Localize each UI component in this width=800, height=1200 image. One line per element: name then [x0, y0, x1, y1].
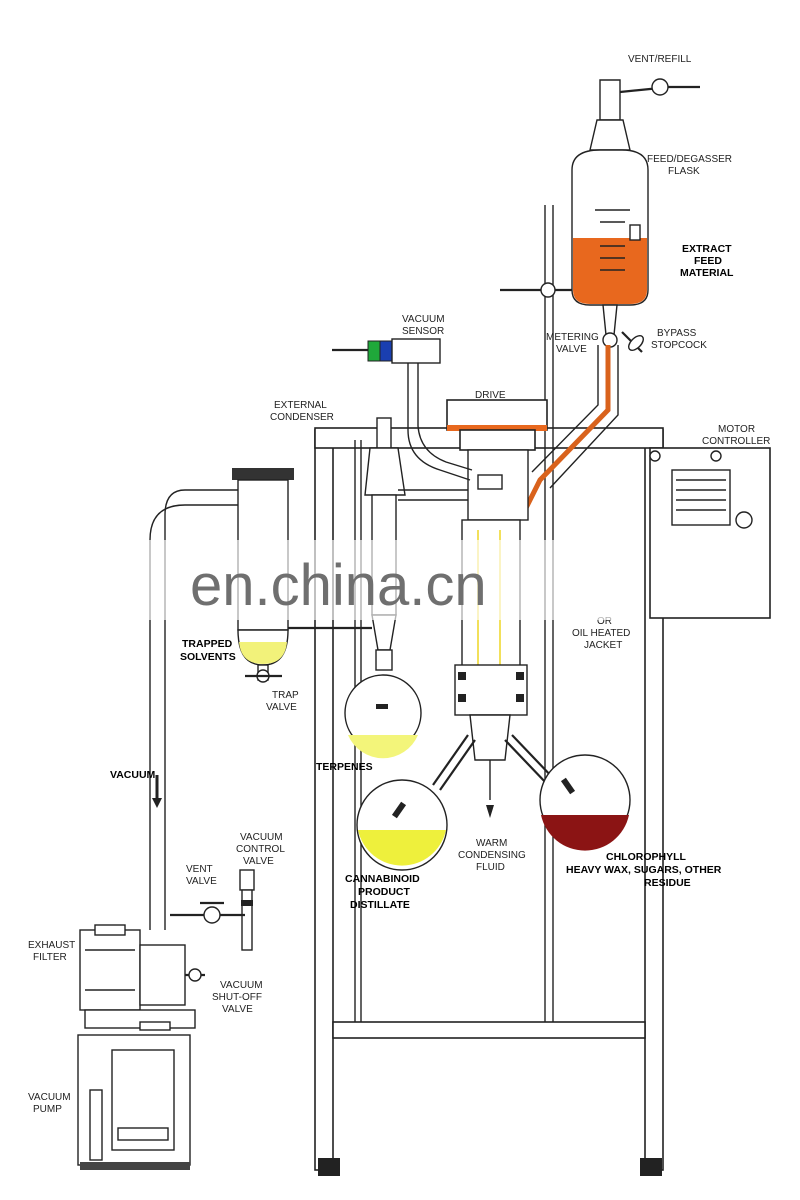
- residue-flask: [504, 734, 631, 851]
- label-feed-flask-2: FLASK: [668, 166, 700, 177]
- label-shutoff-3: VALVE: [222, 1004, 253, 1015]
- label-drive: DRIVE: [475, 390, 506, 401]
- motor-controller: [649, 447, 771, 619]
- label-trap-valve-1: TRAP: [272, 690, 299, 701]
- label-vacuum-sensor-2: SENSOR: [402, 326, 444, 337]
- exhaust-filter: [79, 924, 186, 1011]
- watermark-text: en.china.cn: [190, 553, 487, 618]
- label-shutoff-2: SHUT-OFF: [212, 992, 262, 1003]
- label-oil-jacket-3: JACKET: [584, 640, 622, 651]
- label-pump-2: PUMP: [33, 1104, 62, 1115]
- label-cannabinoid-2: PRODUCT: [358, 886, 411, 898]
- label-cannabinoid-3: DISTILLATE: [350, 899, 410, 911]
- label-chlorophyll-3: RESIDUE: [644, 877, 691, 889]
- label-metering-valve-1: METERING: [546, 332, 599, 343]
- label-motor-controller-1: MOTOR: [718, 424, 755, 435]
- label-external-condenser-1: EXTERNAL: [274, 400, 327, 411]
- label-pump-1: VACUUM: [28, 1092, 71, 1103]
- label-warm-fluid-1: WARM: [476, 838, 507, 849]
- feed-degasser-flask: [500, 78, 700, 336]
- label-warm-fluid-3: FLUID: [476, 862, 505, 873]
- distillate-fill: [358, 830, 446, 866]
- label-vacuum: VACUUM: [110, 769, 156, 781]
- label-exhaust-2: FILTER: [33, 952, 67, 963]
- label-oil-jacket-2: OIL HEATED: [572, 628, 630, 639]
- trapped-solvents-fill: [239, 642, 287, 664]
- label-vacuum-control-1: VACUUM: [240, 832, 283, 843]
- label-vent-refill: VENT/REFILL: [628, 54, 692, 65]
- vacuum-sensor: [332, 338, 473, 481]
- label-vacuum-sensor-1: VACUUM: [402, 314, 445, 325]
- label-trapped-2: SOLVENTS: [180, 651, 236, 663]
- label-feed-flask-1: FEED/DEGASSER: [647, 154, 732, 165]
- label-extract-2: FEED: [694, 255, 722, 267]
- label-chlorophyll-1: CHLOROPHYLL: [606, 851, 687, 863]
- label-oil-jacket-1: OR: [597, 616, 612, 627]
- vacuum-line: [149, 489, 238, 930]
- label-bypass-1: BYPASS: [657, 328, 697, 339]
- label-cannabinoid-1: CANNABINOID: [345, 873, 420, 885]
- label-vacuum-control-2: CONTROL: [236, 844, 285, 855]
- distillate-flask: [356, 734, 476, 871]
- label-exhaust-1: EXHAUST: [28, 940, 75, 951]
- label-vacuum-control-3: VALVE: [243, 856, 274, 867]
- label-extract-3: MATERIAL: [680, 267, 734, 279]
- label-terpenes: TERPENES: [316, 761, 373, 773]
- label-warm-fluid-2: CONDENSING: [458, 850, 526, 861]
- terpenes-fill: [348, 735, 418, 759]
- label-chlorophyll-2: HEAVY WAX, SUGARS, OTHER: [566, 864, 722, 876]
- residue-fill: [541, 815, 629, 851]
- label-vent-valve-1: VENT: [186, 864, 213, 875]
- vent-valve: [170, 901, 245, 924]
- terpenes-flask: [344, 674, 422, 759]
- label-trap-valve-2: VALVE: [266, 702, 297, 713]
- extract-feed-material-fill: [573, 238, 647, 304]
- watermark: en.china.cn: [140, 540, 640, 620]
- label-metering-valve-2: VALVE: [556, 344, 587, 355]
- label-extract-1: EXTRACT: [682, 243, 732, 255]
- vacuum-pump: [77, 1009, 196, 1170]
- label-trapped-1: TRAPPED: [182, 638, 233, 650]
- label-external-condenser-2: CONDENSER: [270, 412, 334, 423]
- label-vent-valve-2: VALVE: [186, 876, 217, 887]
- vacuum-shutoff-valve: [185, 968, 205, 982]
- support-frame: [314, 205, 664, 1176]
- feed-line: [522, 345, 611, 512]
- label-shutoff-1: VACUUM: [220, 980, 263, 991]
- label-bypass-2: STOPCOCK: [651, 340, 707, 351]
- vacuum-control-valve: [239, 869, 255, 951]
- label-motor-controller-2: CONTROLLER: [702, 436, 770, 447]
- drive-unit: [446, 399, 548, 521]
